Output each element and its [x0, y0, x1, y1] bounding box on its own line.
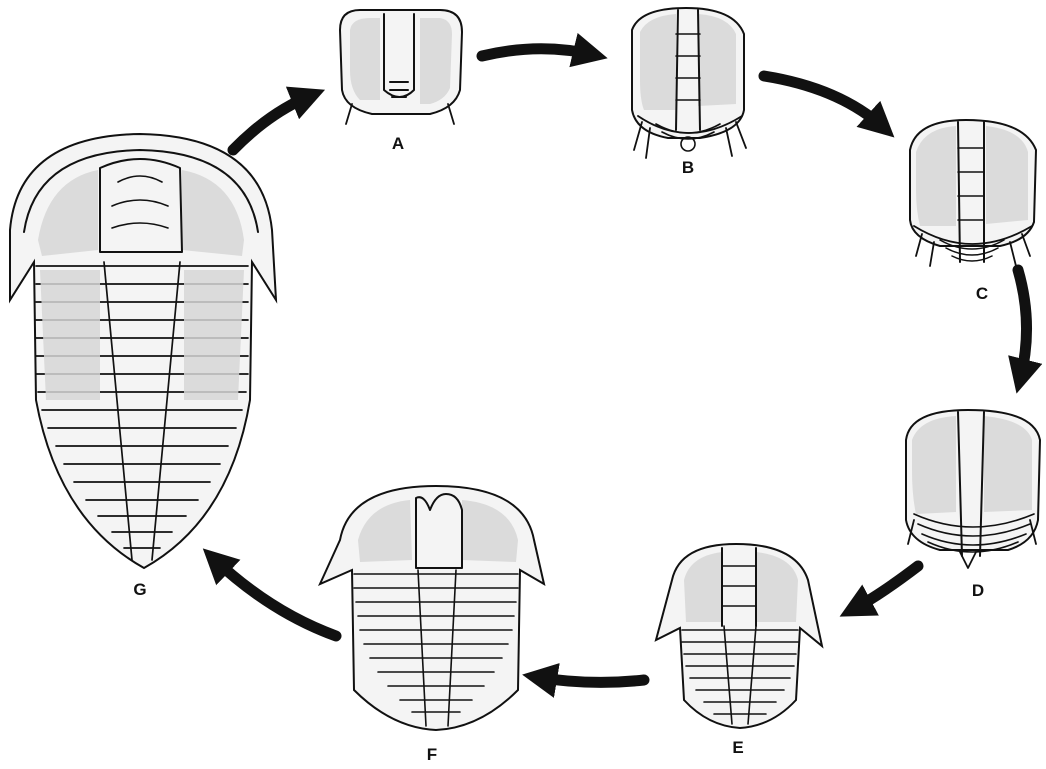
arrow-d-to-e — [852, 566, 918, 610]
meraspis-larva-icon — [910, 120, 1036, 266]
arrow-e-to-f — [536, 677, 644, 682]
stage-label-c: C — [976, 284, 988, 303]
adult-trilobite-icon — [10, 134, 276, 568]
stage-label-a: A — [392, 134, 404, 153]
juvenile-trilobite-icon — [656, 544, 822, 728]
late-meraspis-larva-icon — [906, 410, 1040, 568]
holaspis-trilobite-icon — [320, 486, 544, 730]
stage-label-g: G — [133, 580, 146, 599]
arrow-f-to-g — [213, 558, 336, 636]
arrow-c-to-d — [1018, 270, 1027, 380]
arrow-b-to-c — [764, 76, 884, 128]
stage-label-f: F — [427, 745, 437, 764]
arrow-g-to-a — [233, 95, 312, 150]
arrow-a-to-b — [482, 49, 594, 56]
protaspis-larva-icon — [340, 10, 462, 124]
stage-label-d: D — [972, 581, 984, 600]
cycle-arrows — [213, 49, 1027, 683]
stage-label-e: E — [732, 738, 743, 757]
stage-label-b: B — [682, 158, 694, 177]
early-meraspis-larva-icon — [632, 8, 746, 158]
